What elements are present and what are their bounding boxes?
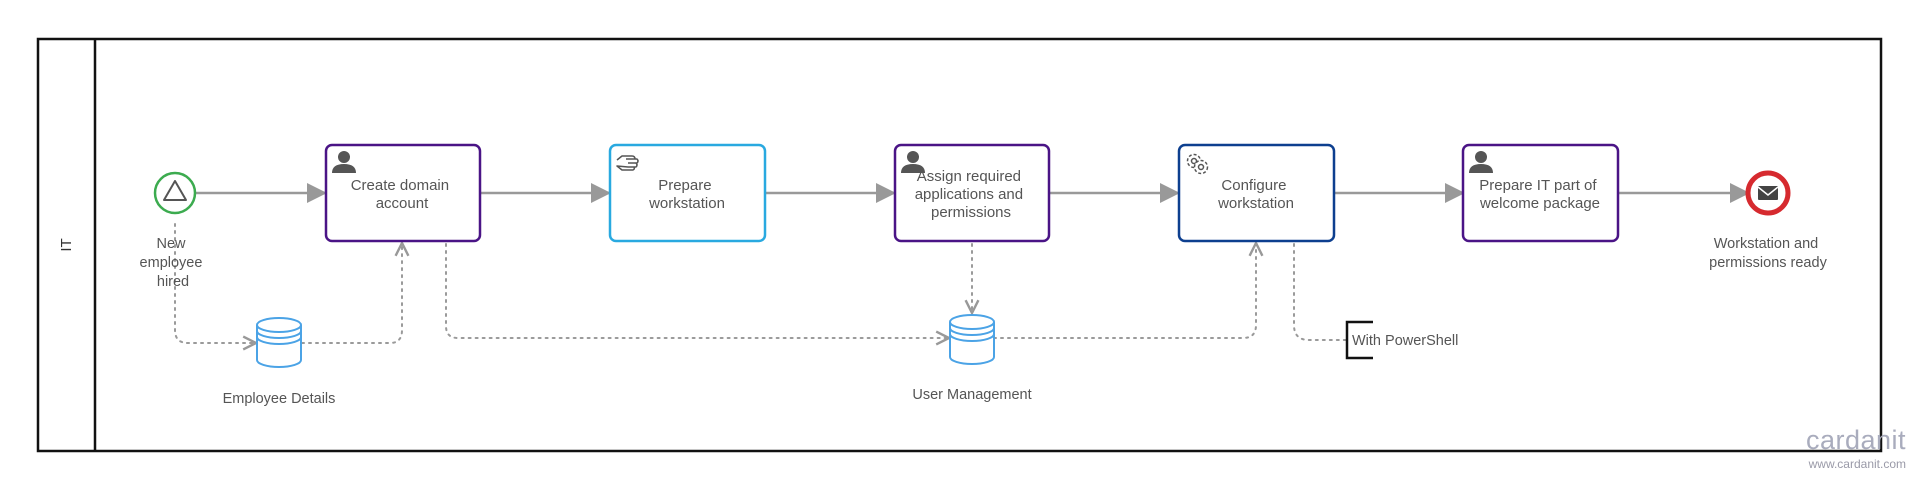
pool[interactable] — [36, 37, 1883, 453]
task-prepare-workstation[interactable]: Prepare workstation — [608, 143, 767, 243]
association-employee-details-to-create-account[interactable] — [301, 243, 402, 344]
hand-icon — [616, 155, 639, 171]
data-store-user-management[interactable] — [949, 314, 995, 365]
start-event-label: New employee hired — [140, 236, 207, 290]
association-user-management-to-configure[interactable] — [993, 243, 1256, 339]
start-event[interactable] — [153, 171, 197, 215]
association-configure-to-annotation[interactable] — [1293, 243, 1347, 341]
text-annotation[interactable]: With PowerShell — [1345, 320, 1458, 360]
end-event-label: Workstation and permissions ready — [1709, 236, 1827, 271]
watermark-url: www.cardanit.com — [1808, 457, 1906, 471]
task-prepare-welcome-package[interactable]: Prepare IT part of welcome package — [1461, 143, 1620, 243]
end-event[interactable] — [1745, 170, 1791, 216]
task-label: Create domain account — [351, 177, 454, 212]
association-create-account-to-user-management[interactable] — [445, 243, 949, 338]
user-icon — [1469, 151, 1493, 173]
envelope-icon — [1757, 186, 1779, 200]
watermark: cardanit www.cardanit.com — [1806, 425, 1906, 471]
annotation-text: With PowerShell — [1352, 333, 1458, 349]
data-store-employee-details[interactable] — [256, 317, 302, 368]
gear-icon — [1186, 153, 1209, 175]
task-assign-permissions[interactable]: Assign required applications and permiss… — [893, 143, 1051, 243]
task-label: Prepare IT part of welcome package — [1479, 177, 1601, 212]
user-icon — [901, 151, 925, 173]
data-store-label: User Management — [912, 387, 1031, 403]
associations — [174, 223, 1347, 344]
task-create-domain-account[interactable]: Create domain account — [324, 143, 482, 243]
task-label: Prepare workstation — [648, 177, 725, 212]
lane-label: IT — [58, 238, 75, 251]
task-configure-workstation[interactable]: Configure workstation — [1177, 143, 1336, 243]
task-label: Configure workstation — [1217, 177, 1294, 212]
watermark-logo: cardanit — [1806, 425, 1906, 455]
triangle-icon — [163, 180, 187, 201]
user-icon — [332, 151, 356, 173]
association-hired-to-employee-details[interactable] — [174, 223, 256, 343]
data-store-label: Employee Details — [223, 391, 336, 407]
task-label: Assign required applications and permiss… — [915, 168, 1028, 221]
